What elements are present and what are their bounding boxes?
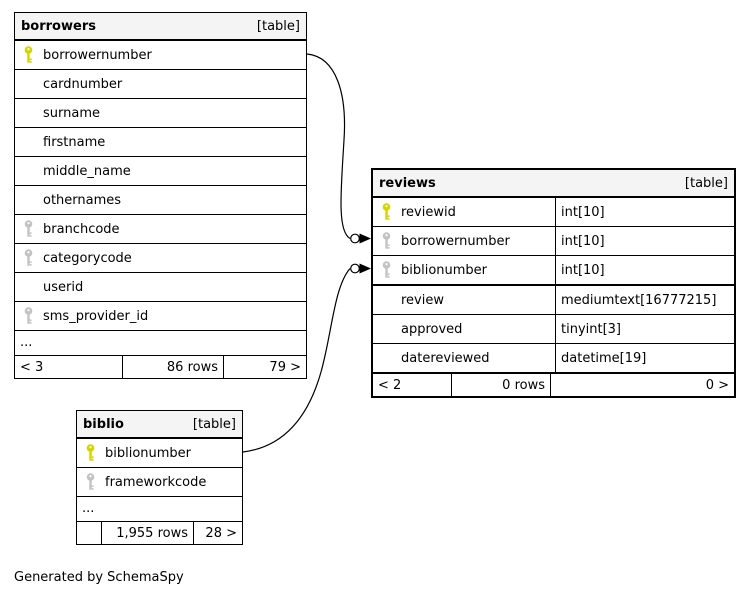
- icon-spacer: [23, 162, 36, 180]
- column-row: biblionumber: [77, 439, 242, 468]
- column-name: biblionumber: [105, 445, 192, 461]
- table-borrowers[interactable]: borrowers [table] borrowernumber cardnum…: [14, 12, 307, 379]
- icon-spacer: [23, 75, 36, 93]
- foreign-key-icon: [85, 473, 98, 491]
- table-biblio-header[interactable]: biblio [table]: [77, 411, 242, 439]
- column-row: branchcode: [15, 215, 306, 244]
- fk-connector-biblio-to-reviews: [242, 263, 371, 453]
- column-name: borrowernumber: [401, 233, 510, 249]
- column-row: borrowernumber int[10]: [373, 227, 734, 256]
- column-row: sms_provider_id: [15, 302, 306, 331]
- column-row: surname: [15, 99, 306, 128]
- primary-key-icon: [381, 203, 394, 221]
- table-reviews-header[interactable]: reviews [table]: [373, 170, 734, 198]
- related-to-count: 0 >: [705, 377, 729, 393]
- related-from-count: < 2: [373, 374, 452, 396]
- column-name: branchcode: [43, 221, 120, 237]
- column-row: othernames: [15, 186, 306, 215]
- column-row: approved tinyint[3]: [373, 315, 734, 344]
- column-type: int[10]: [555, 256, 734, 284]
- foreign-key-icon: [23, 220, 36, 238]
- column-name: biblionumber: [401, 262, 488, 278]
- fk-arrowhead: [359, 233, 371, 244]
- foreign-key-icon: [381, 232, 394, 250]
- column-type: mediumtext[16777215]: [555, 286, 734, 314]
- column-name: reviewid: [401, 204, 456, 220]
- column-row: review mediumtext[16777215]: [373, 286, 734, 315]
- column-row: categorycode: [15, 244, 306, 273]
- foreign-key-icon: [381, 261, 394, 279]
- column-name: othernames: [43, 192, 122, 208]
- row-count: 0 rows: [452, 374, 551, 396]
- column-type: int[10]: [555, 198, 734, 226]
- column-row: userid: [15, 273, 306, 302]
- table-borrowers-header[interactable]: borrowers [table]: [15, 13, 306, 41]
- related-from-count: < 3: [15, 356, 123, 378]
- column-name: frameworkcode: [105, 474, 207, 490]
- icon-spacer: [23, 133, 36, 151]
- related-to-count: 79 >: [269, 359, 301, 375]
- column-row: middle_name: [15, 157, 306, 186]
- column-row: firstname: [15, 128, 306, 157]
- table-footer: 1,955 rows 28 >: [77, 522, 242, 544]
- column-row: frameworkcode: [77, 468, 242, 497]
- column-name: firstname: [43, 134, 106, 150]
- column-name: userid: [43, 279, 84, 295]
- fk-arrowhead: [359, 263, 371, 274]
- icon-spacer: [23, 191, 36, 209]
- generator-note: Generated by SchemaSpy: [14, 570, 184, 585]
- primary-key-icon: [23, 46, 36, 64]
- column-name: borrowernumber: [43, 47, 152, 63]
- primary-key-icon: [85, 444, 98, 462]
- icon-spacer: [381, 320, 394, 338]
- icon-spacer: [381, 291, 394, 309]
- zero-or-one-circle: [350, 263, 360, 274]
- column-row: cardnumber: [15, 70, 306, 99]
- column-name: surname: [43, 105, 100, 121]
- column-name: middle_name: [43, 163, 131, 179]
- hidden-columns-ellipsis: ...: [15, 331, 306, 356]
- column-type: datetime[19]: [555, 344, 734, 372]
- icon-spacer: [23, 104, 36, 122]
- column-name: categorycode: [43, 250, 132, 266]
- column-name: review: [401, 292, 444, 308]
- column-row: datereviewed datetime[19]: [373, 344, 734, 374]
- row-count: 86 rows: [123, 356, 224, 378]
- related-from-count: [77, 522, 102, 544]
- table-biblio[interactable]: biblio [table] biblionumber frameworkcod…: [76, 410, 243, 545]
- table-footer: < 3 86 rows 79 >: [15, 356, 306, 378]
- column-type: int[10]: [555, 227, 734, 255]
- hidden-columns-ellipsis: ...: [77, 497, 242, 522]
- icon-spacer: [23, 278, 36, 296]
- table-name: borrowers: [21, 18, 96, 34]
- column-row: biblionumber int[10]: [373, 256, 734, 286]
- related-to-count: 28 >: [205, 525, 237, 541]
- column-name: datereviewed: [401, 350, 490, 366]
- column-name: approved: [401, 321, 463, 337]
- column-type: tinyint[3]: [555, 315, 734, 343]
- zero-or-one-circle: [350, 233, 360, 244]
- foreign-key-icon: [23, 249, 36, 267]
- column-row: reviewid int[10]: [373, 198, 734, 227]
- table-type-label: [table]: [192, 416, 236, 432]
- column-row: borrowernumber: [15, 41, 306, 70]
- fk-connector-borrowers-to-reviews: [306, 53, 371, 244]
- table-reviews[interactable]: reviews [table] reviewid int[10] borrowe…: [371, 168, 736, 398]
- icon-spacer: [381, 349, 394, 367]
- column-name: cardnumber: [43, 76, 123, 92]
- foreign-key-icon: [23, 307, 36, 325]
- table-footer: < 2 0 rows 0 >: [373, 374, 734, 396]
- table-name: reviews: [379, 175, 436, 191]
- column-name: sms_provider_id: [43, 308, 149, 324]
- table-type-label: [table]: [256, 18, 300, 34]
- row-count: 1,955 rows: [102, 522, 194, 544]
- table-name: biblio: [83, 416, 124, 432]
- table-type-label: [table]: [684, 175, 728, 191]
